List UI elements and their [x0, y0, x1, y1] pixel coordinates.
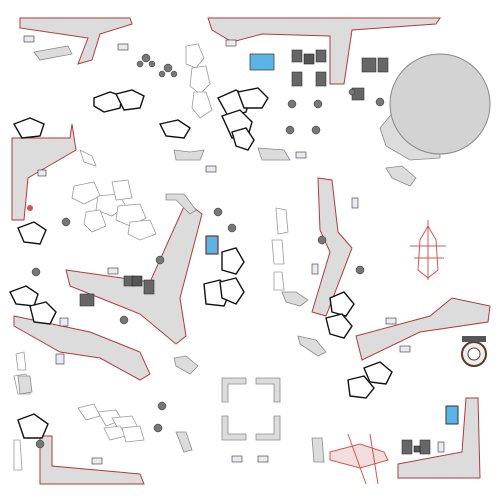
ledge [255, 415, 281, 441]
rock-cluster [325, 313, 353, 339]
wall-center-diagonal [65, 201, 203, 345]
wall-lower-left [13, 315, 151, 381]
ledge [257, 147, 291, 161]
planet-structure [379, 53, 491, 161]
hex-cell [127, 219, 157, 241]
rock-cluster [17, 413, 49, 439]
hex-cell [71, 181, 101, 205]
wall-bottom-left [39, 435, 145, 485]
ledge [255, 377, 281, 403]
rock-cluster [219, 277, 245, 305]
rocks [9, 87, 393, 439]
walls [11, 17, 491, 485]
ledge [221, 415, 247, 441]
ledge [311, 437, 325, 463]
hex-cell [275, 207, 289, 235]
marker-dot [27, 205, 33, 211]
ledge [175, 431, 193, 453]
wall-left-mid [11, 123, 77, 221]
rock-cluster [12, 117, 45, 139]
hex-cell [79, 149, 97, 167]
rock-cluster [93, 91, 123, 113]
water-pool [205, 235, 219, 255]
planet-dome [389, 53, 491, 155]
ledge [173, 149, 205, 161]
rock-cluster [221, 247, 245, 275]
wall-top-center [207, 17, 441, 85]
round-platform [461, 336, 487, 367]
ledge [297, 335, 327, 357]
furniture [79, 49, 431, 455]
ledges [17, 45, 417, 463]
rock-cluster [158, 119, 191, 139]
ship-horizontal [329, 433, 389, 485]
water-pool [249, 53, 275, 71]
rock-cluster [17, 221, 47, 245]
ship-vertical [410, 220, 446, 280]
water-pads [205, 53, 459, 425]
hex-cell [15, 351, 27, 371]
rock-cluster [231, 127, 255, 151]
ledge [221, 377, 247, 403]
rock-cluster [329, 291, 355, 317]
ledge [281, 291, 309, 307]
rock-cluster [363, 361, 393, 385]
water-pool [445, 405, 459, 425]
hex-cell [13, 439, 23, 471]
wall-right-mid [355, 297, 491, 361]
hex-cell [191, 91, 213, 119]
hex-cell [189, 65, 211, 95]
wall-bottom-right [397, 397, 481, 479]
signs [23, 35, 445, 465]
rock-cluster [237, 87, 269, 109]
ledge [173, 355, 199, 375]
hex-cell [111, 179, 133, 201]
table-clusters [31, 53, 385, 449]
hex-cell [77, 403, 101, 421]
rock-cluster [9, 285, 39, 307]
rock-cluster [347, 375, 375, 399]
ledge [33, 45, 73, 61]
rock-cluster [29, 301, 57, 325]
hex-cell [271, 239, 285, 265]
hex-cell [121, 425, 145, 443]
wall-top-left [19, 17, 133, 65]
hex-cell [185, 43, 205, 69]
hex-cell [83, 209, 107, 233]
rock-cluster [114, 89, 145, 111]
hex-cell [273, 271, 285, 291]
ledge [385, 165, 417, 187]
ledge [17, 375, 33, 395]
ledge [165, 193, 197, 215]
